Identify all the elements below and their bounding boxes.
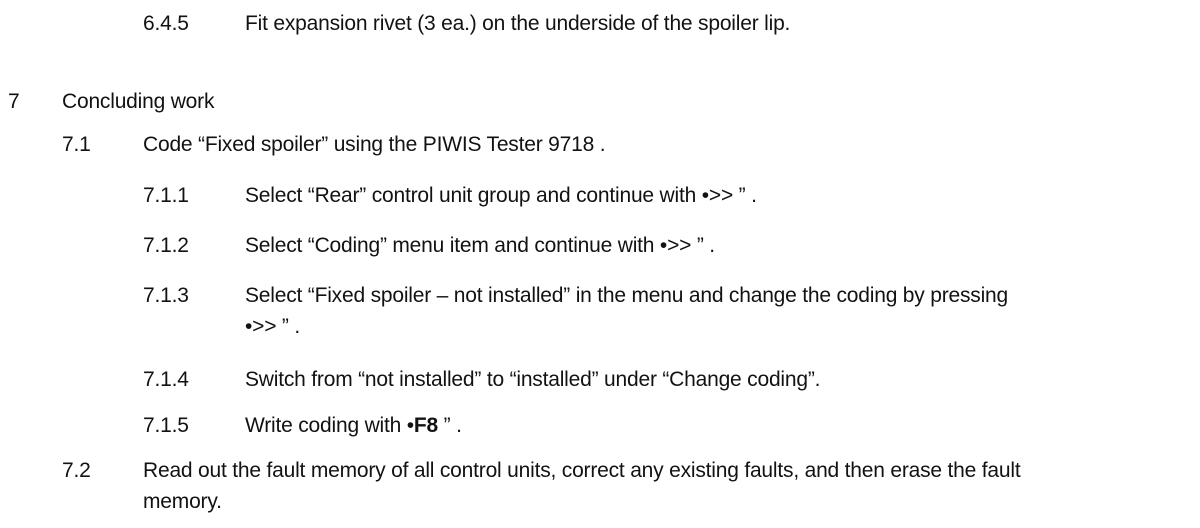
item-text: Switch from “not installed” to “installe… <box>245 368 821 391</box>
item-number: 7.1.2 <box>143 234 189 257</box>
doc-item-7-1-1: 7.1.1 Select “Rear” control unit group a… <box>0 180 1200 211</box>
f8-button-label: F8 <box>413 414 439 437</box>
item-number: 6.4.5 <box>143 12 189 35</box>
item-number: 7.1 <box>62 133 91 156</box>
doc-item-6-4-5: 6.4.5 Fit expansion rivet (3 ea.) on the… <box>0 8 1200 39</box>
doc-item-7-1-2: 7.1.2 Select “Coding” menu item and cont… <box>0 230 1200 261</box>
item-text: Select “Fixed spoiler – not installed” i… <box>245 284 1008 338</box>
item-text-post: ” . <box>438 414 462 437</box>
item-text: Fit expansion rivet (3 ea.) on the under… <box>245 12 791 35</box>
item-text: Select “Rear” control unit group and con… <box>245 184 757 207</box>
item-text: Read out the fault memory of all control… <box>143 459 1021 513</box>
item-text: Select “Coding” menu item and continue w… <box>245 234 715 257</box>
item-number: 7.1.1 <box>143 184 189 207</box>
doc-item-7-1: 7.1 Code “Fixed spoiler” using the PIWIS… <box>0 129 1200 160</box>
item-number: 7.1.5 <box>143 414 189 437</box>
item-number: 7 <box>8 90 20 113</box>
doc-item-7-2: 7.2 Read out the fault memory of all con… <box>0 455 1200 517</box>
item-number: 7.2 <box>62 459 91 482</box>
item-text-pre: Write coding with • <box>245 414 414 437</box>
doc-heading-7: 7 Concluding work <box>0 86 1200 117</box>
doc-item-7-1-4: 7.1.4 Switch from “not installed” to “in… <box>0 364 1200 395</box>
item-number: 7.1.3 <box>143 284 189 307</box>
doc-item-7-1-5: 7.1.5 Write coding with •F8 ” . <box>0 410 1200 441</box>
item-number: 7.1.4 <box>143 368 189 391</box>
doc-item-7-1-3: 7.1.3 Select “Fixed spoiler – not instal… <box>0 280 1200 342</box>
item-text: Code “Fixed spoiler” using the PIWIS Tes… <box>143 133 606 156</box>
item-text: Concluding work <box>62 90 215 113</box>
item-text: Write coding with •F8 ” . <box>245 410 1160 441</box>
